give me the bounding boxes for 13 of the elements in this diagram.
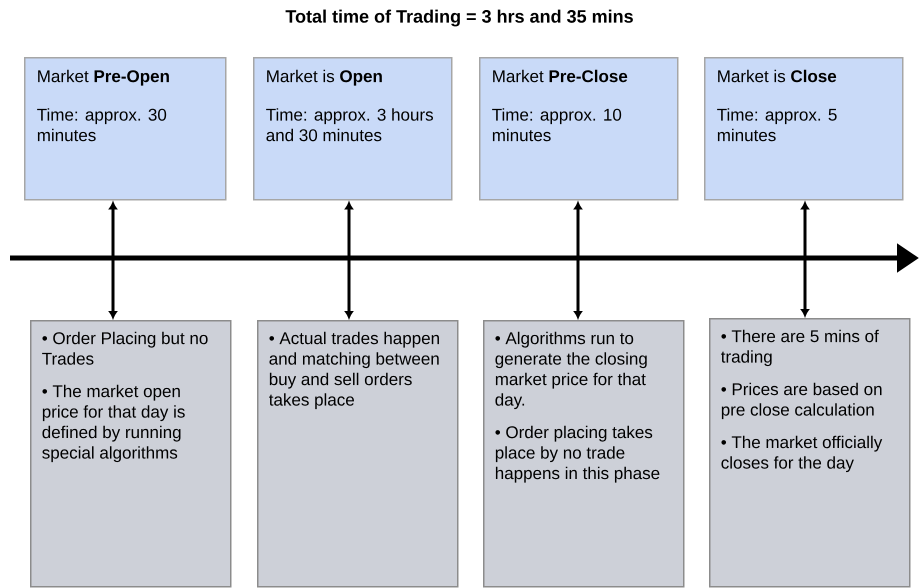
phase-box: Market is Close Time: approx. 5 minutes	[704, 57, 904, 200]
phase-box: Market Pre-Open Time: approx. 30 minutes	[24, 57, 226, 200]
description-box: • Algorithms run to generate the closing market price for that day. • Order placing takes place by no trade happens in this phase	[483, 320, 684, 588]
double-arrow	[345, 202, 353, 318]
description-box: • There are 5 mins of trading • Prices are based on pre close calculation • The market officially closes for the day	[709, 318, 910, 588]
double-arrow	[109, 202, 117, 318]
description-box: • Actual trades happen and matching between buy and sell orders takes place	[257, 320, 458, 588]
title: Total time of Trading = 3 hrs and 35 mins	[286, 10, 633, 26]
phase-box: Market Pre-Close Time: approx. 10 minutes	[479, 57, 678, 200]
double-arrow	[574, 202, 582, 318]
description-box: • Order Placing but no Trades • The market open price for that day is defined by running special algorithms	[30, 320, 232, 588]
phase-box: Market is Open Time: approx. 3 hours and 30 minutes	[253, 57, 452, 200]
double-arrow	[801, 202, 809, 316]
